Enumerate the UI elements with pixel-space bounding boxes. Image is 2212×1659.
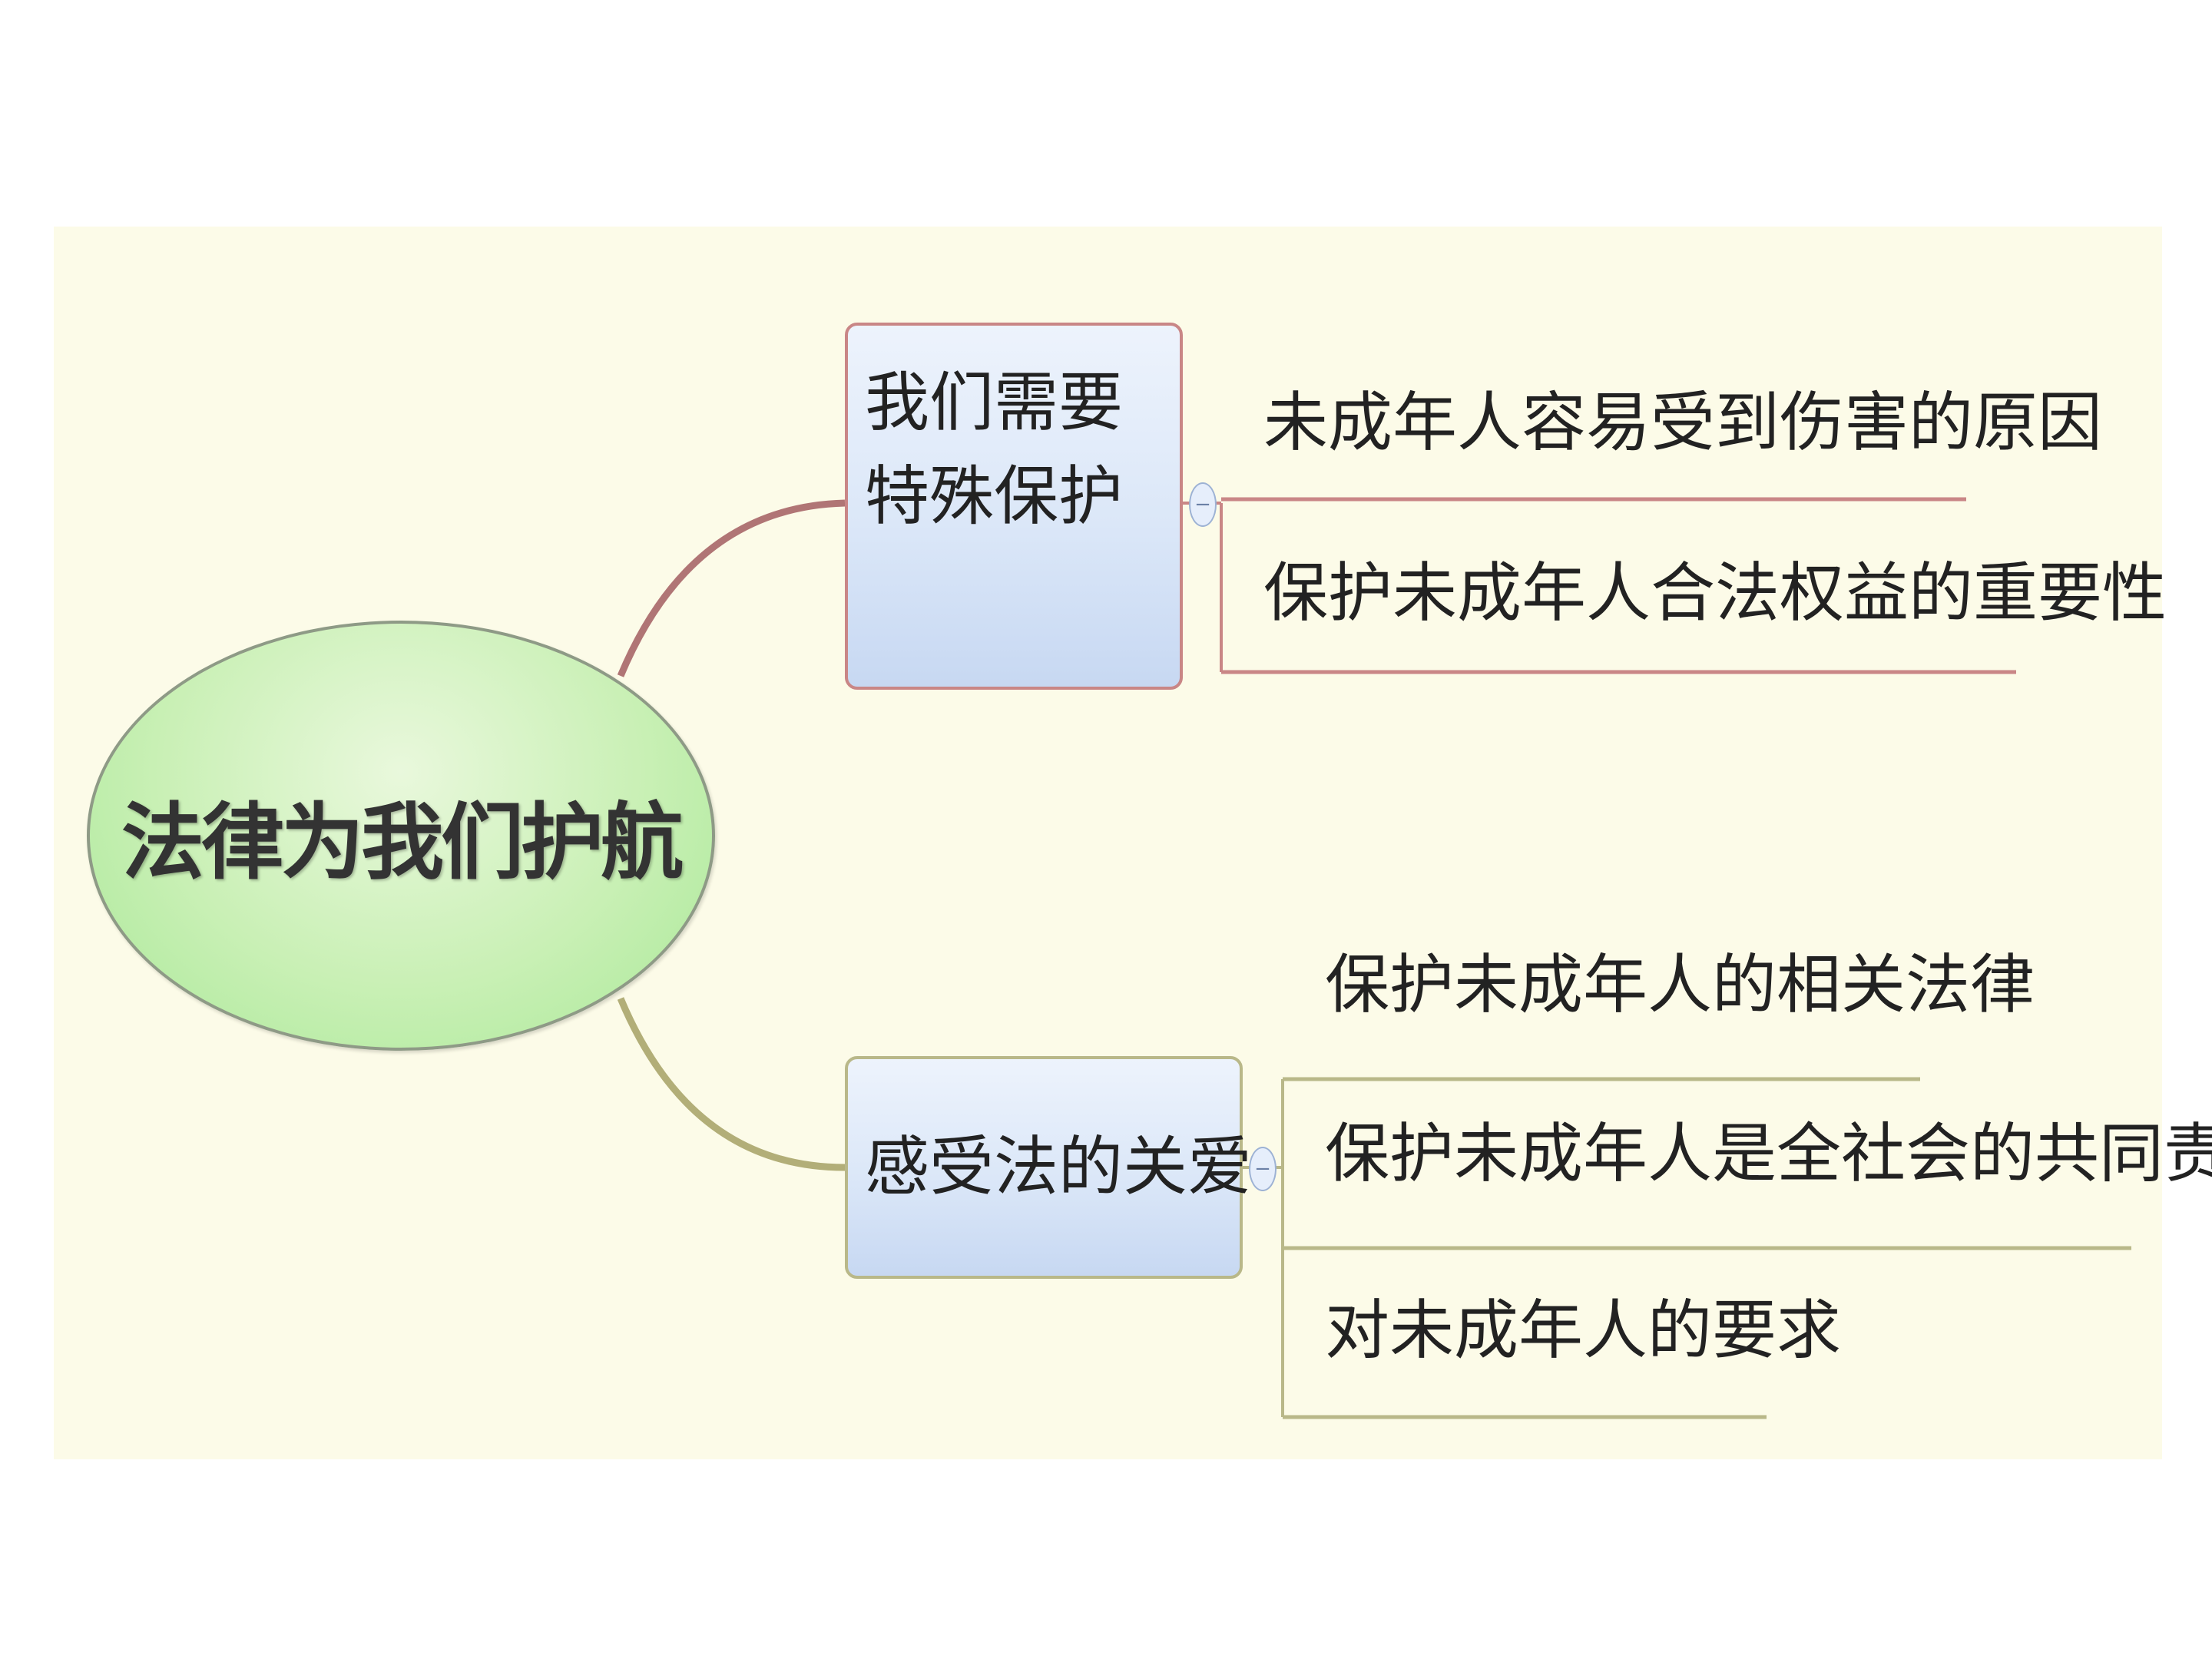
branch-topic-1-label: 我们需要特殊保护: [865, 365, 1124, 534]
subtopic-2-2[interactable]: 保护未成年人是全社会的共同责任: [1325, 1116, 2212, 1191]
subtopic-2-3[interactable]: 对未成年人的要求: [1325, 1293, 1842, 1368]
root-topic[interactable]: 法律为我们护航: [87, 621, 715, 1051]
subtopic-1-1[interactable]: 未成年人容易受到伤害的原因: [1263, 385, 2103, 460]
branch-topic-1[interactable]: 我们需要特殊保护: [845, 323, 1183, 690]
root-topic-label: 法律为我们护航: [121, 795, 684, 891]
branch-topic-2-label: 感受法的关爱: [865, 1129, 1253, 1205]
subtopic-2-1[interactable]: 保护未成年人的相关法律: [1325, 947, 2035, 1022]
subtopic-1-2[interactable]: 保护未成年人合法权益的重要性: [1263, 555, 2167, 631]
collapse-toggle-branch-2[interactable]: −: [1249, 1147, 1277, 1191]
collapse-toggle-branch-1[interactable]: −: [1189, 482, 1217, 527]
connector-root-branch-2: [617, 997, 846, 1171]
connector-root-branch-1: [617, 499, 846, 677]
branch-topic-2[interactable]: 感受法的关爱: [845, 1056, 1252, 1279]
